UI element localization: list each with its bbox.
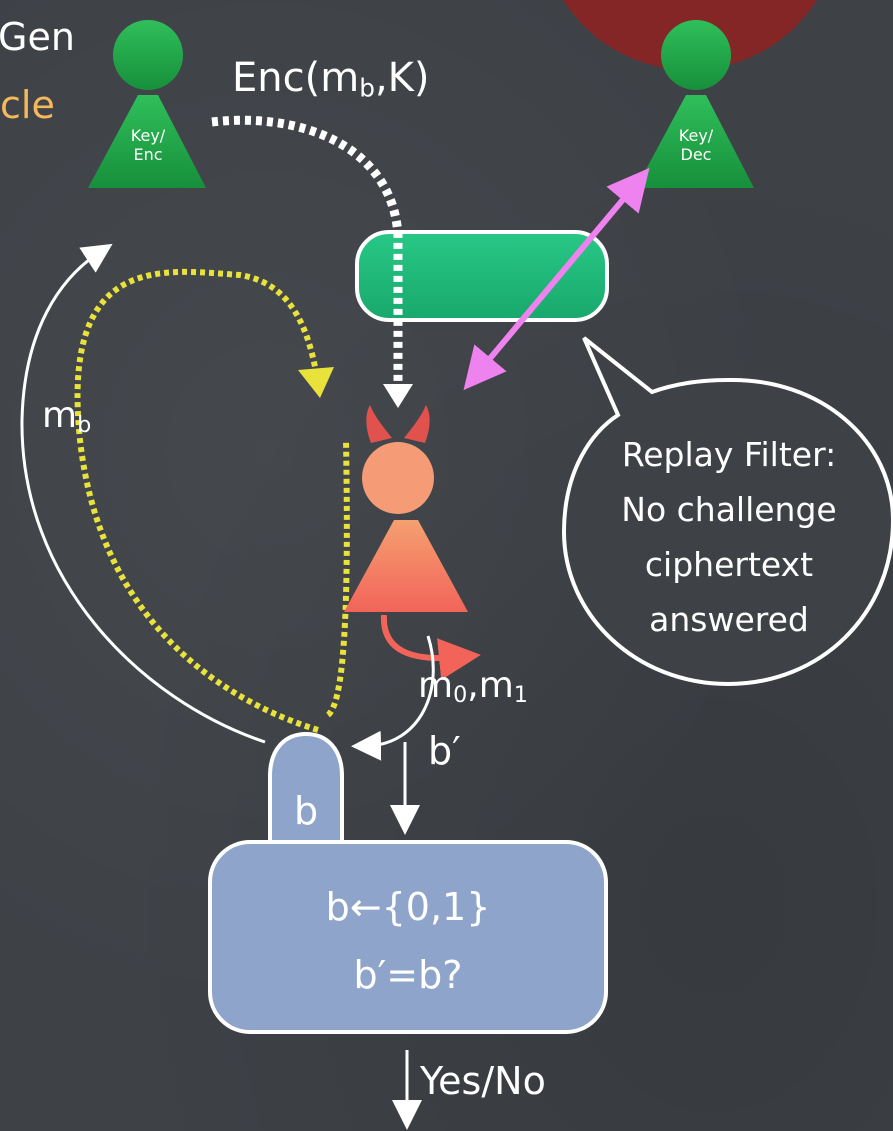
- key-dec-label-line2: Dec: [680, 145, 712, 164]
- speech-bubble: [561, 336, 893, 687]
- adversary-devil-icon: [344, 405, 468, 612]
- messages-label: m0,m1: [418, 665, 528, 708]
- decryption-query-arrow: [463, 167, 650, 391]
- key-enc-label-line1: Key/: [130, 126, 166, 145]
- messages-sub1: 1: [513, 681, 528, 708]
- yellow-path-right: [325, 439, 350, 718]
- key-enc-pawn-icon: [88, 20, 206, 188]
- bubble-line2: No challenge: [621, 490, 837, 529]
- oracle-text: cle: [0, 83, 55, 127]
- bit-b-box: [268, 731, 344, 852]
- gen-text: Gen: [0, 15, 75, 59]
- mb-label: mb: [42, 395, 92, 438]
- messages-mid: ,m: [467, 665, 514, 706]
- bubble-line1: Replay Filter:: [621, 435, 837, 474]
- key-enc-label-line2: Enc: [133, 145, 163, 164]
- mb-label-main: m: [42, 395, 78, 436]
- yellow-arrowhead: [298, 367, 334, 398]
- adversary-tail: [380, 614, 481, 680]
- challenger-line1: b←{0,1}: [325, 885, 491, 929]
- key-dec-pawn-icon: [636, 20, 754, 188]
- key-dec-label-line1: Key/: [678, 126, 714, 145]
- enc-label: Enc(mb,K): [232, 58, 430, 101]
- bubble-line4: answered: [649, 600, 809, 639]
- enc-label-suffix: ,K): [374, 55, 430, 101]
- messages-arrow: [351, 635, 435, 761]
- enc-label-sub: b: [359, 73, 375, 103]
- yellow-path-loop: [74, 268, 319, 733]
- enc-label-prefix: Enc(m: [232, 55, 360, 101]
- messages-m0: m: [418, 665, 454, 706]
- mb-label-sub: b: [77, 411, 92, 438]
- mb-return-arrow: [20, 243, 266, 744]
- bit-b-label: b: [293, 789, 319, 833]
- enc-ciphertext-arrow: [211, 115, 403, 392]
- result-label: Yes/No: [420, 1059, 546, 1103]
- enc-arrowhead: [383, 384, 413, 408]
- challenger-line2: b′=b?: [353, 953, 463, 997]
- guess-label: b′: [428, 729, 461, 773]
- messages-sub0: 0: [453, 681, 468, 708]
- bubble-line3: ciphertext: [644, 545, 814, 584]
- challenger-box: [208, 840, 608, 1034]
